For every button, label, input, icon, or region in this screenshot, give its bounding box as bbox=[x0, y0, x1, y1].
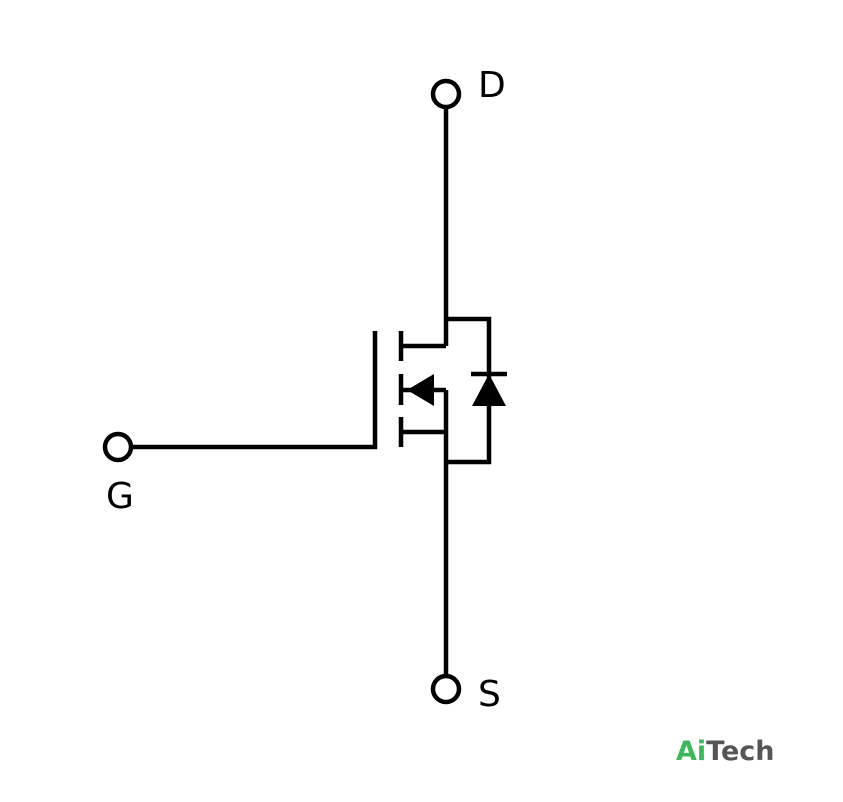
drain-terminal bbox=[430, 78, 462, 110]
source-label: S bbox=[478, 674, 501, 715]
logo-part-ai: Ai bbox=[676, 736, 706, 767]
logo-part-tech: Tech bbox=[706, 736, 774, 767]
gate-terminal bbox=[102, 431, 134, 463]
body-arrow bbox=[407, 374, 434, 406]
body-diode-triangle bbox=[472, 374, 506, 406]
gate-label: G bbox=[106, 476, 134, 517]
source-terminal bbox=[430, 673, 462, 705]
aitech-logo: AiTech bbox=[676, 736, 775, 767]
drain-label: D bbox=[478, 65, 506, 106]
